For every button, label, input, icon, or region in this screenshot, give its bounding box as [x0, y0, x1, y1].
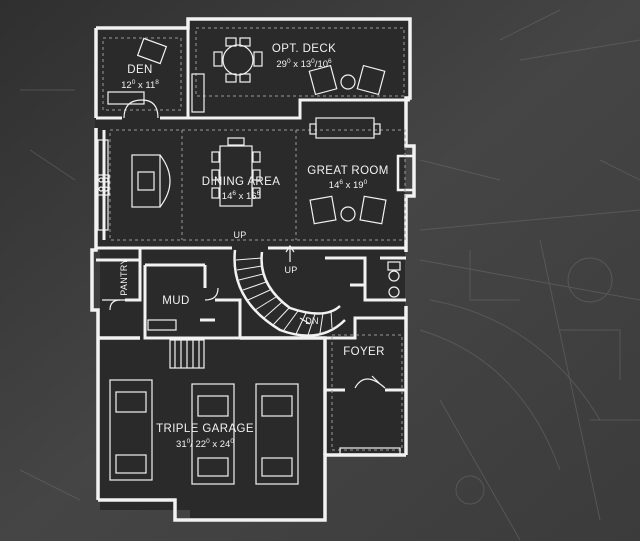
room-labels: DEN 120 x 118 OPT. DECK 290 x 130/106 DI…	[119, 43, 389, 450]
stair-down-label: DN	[305, 316, 319, 326]
pantry-title: PANTRY	[119, 258, 129, 295]
den-dimensions: 120 x 118	[121, 79, 159, 91]
den-title: DEN	[127, 64, 152, 76]
great-room-title: GREAT ROOM	[307, 165, 389, 177]
mud-title: MUD	[162, 295, 189, 307]
garage-title: TRIPLE GARAGE	[156, 423, 254, 435]
dashed-lines	[102, 27, 406, 451]
foyer-title: FOYER	[343, 346, 385, 358]
deck-dimensions: 290 x 130/106	[276, 58, 332, 70]
stair-up-label-2: UP	[284, 265, 297, 275]
deck-title: OPT. DECK	[272, 43, 336, 55]
stair-up-label-1: UP	[233, 230, 246, 240]
walls	[90, 17, 416, 522]
garage-dimensions: 310/ 220 x 240	[176, 438, 234, 450]
dining-dimensions: 146 x 166	[222, 190, 261, 202]
furniture	[96, 37, 401, 485]
floor-areas	[95, 20, 410, 520]
dining-title: DINING AREA	[202, 176, 281, 188]
great-room-dimensions: 146 x 190	[329, 179, 368, 191]
staircase	[169, 244, 346, 369]
background-blueprint-lines	[19, 9, 640, 541]
